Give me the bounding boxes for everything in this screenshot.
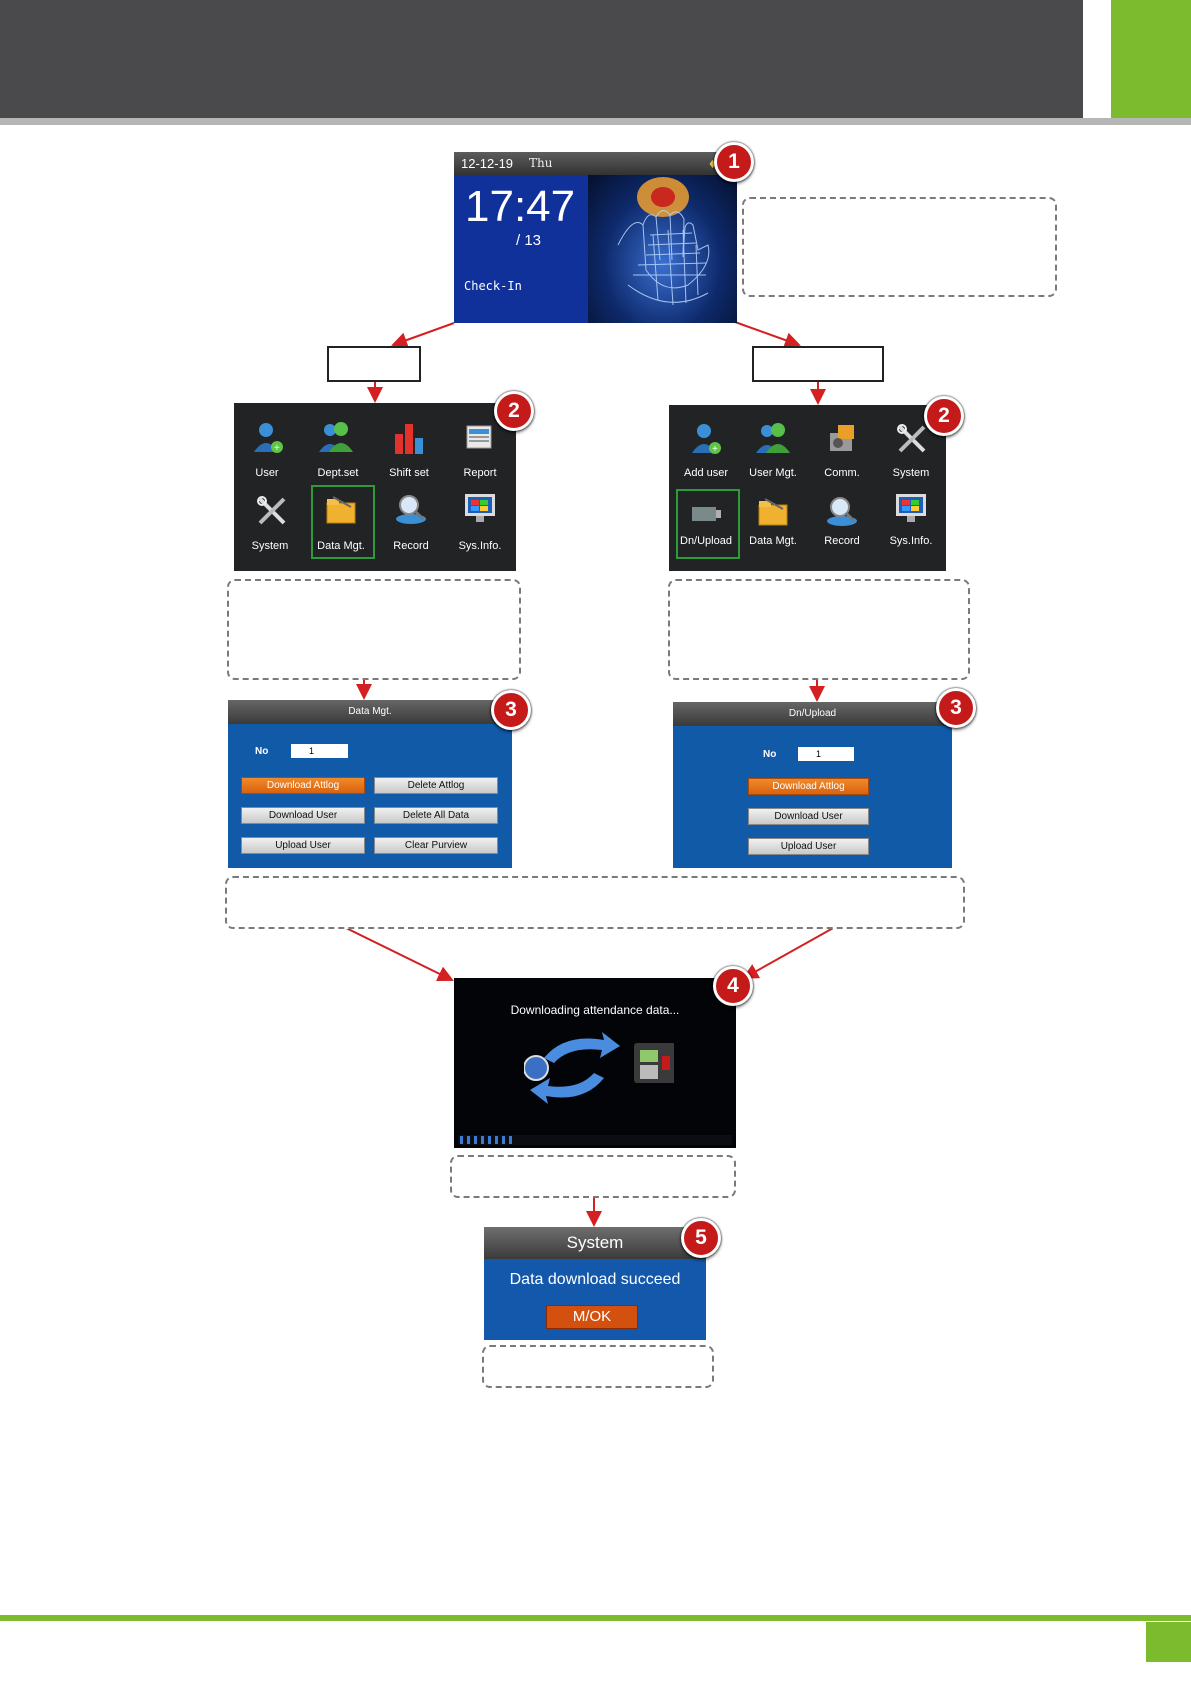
home-screen: 12-12-19 Thu ♦ 17:47 / 13 Check-In [454,152,737,323]
step-badge-1: 1 [714,142,754,182]
data-mgt-no-label: No [255,746,269,757]
menu-b-item-data-mgt[interactable]: Data Mgt. [749,535,797,547]
arrow-home-right [734,321,801,348]
home-clock-panel [454,175,588,323]
dialog-ok-button[interactable]: M/OK [546,1305,638,1329]
menu-b-item-add-user[interactable]: Add user [683,467,729,479]
step-badge-2b: 2 [924,396,964,436]
printer-icon[interactable] [459,418,499,458]
menu-b-item-user-mgt[interactable]: User Mgt. [749,467,797,479]
data-mgt-delete-all-data-button[interactable]: Delete All Data [374,807,498,824]
data-mgt-screen: Data Mgt. No 1 Download Attlog Delete At… [228,700,512,868]
arrow-note-progress-left [343,926,454,982]
data-mgt-upload-user-button[interactable]: Upload User [241,837,365,854]
data-mgt-delete-attlog-button[interactable]: Delete Attlog [374,777,498,794]
menu-a-selection [311,485,375,559]
step-badge-3b: 3 [936,688,976,728]
home-status: Check-In [464,279,522,293]
home-day: Thu [529,156,553,170]
menu-b-item-dn-upload[interactable]: Dn/Upload [680,535,732,547]
callout-home [742,197,1057,297]
data-mgt-clear-purview-button[interactable]: Clear Purview [374,837,498,854]
menu-a-item-report[interactable]: Report [463,467,497,479]
dn-upload-upload-user-button[interactable]: Upload User [748,838,869,855]
dn-upload-title: Dn/Upload [673,702,952,726]
menu-b-item-comm[interactable]: Comm. [824,467,860,479]
step-badge-4: 4 [713,966,753,1006]
bar-chart-icon[interactable] [389,418,429,458]
dialog-message: Data download succeed [509,1271,681,1288]
dialog-title: System [484,1227,706,1259]
data-mgt-no-input[interactable]: 1 [291,744,348,758]
menu-a-item-sys-info[interactable]: Sys.Info. [458,540,502,552]
step-badge-3a: 3 [491,690,531,730]
bell-icon: ♦ [709,155,717,171]
progress-message: Downloading attendance data... [510,1003,680,1017]
dn-upload-download-attlog-button[interactable]: Download Attlog [748,778,869,795]
branch-label-right [752,346,884,382]
data-mgt-download-user-button[interactable]: Download User [241,807,365,824]
callout-data-screens [225,876,965,929]
tools-icon[interactable] [252,491,292,531]
header-green-tab [1111,0,1191,118]
usb-drive-icon[interactable] [686,493,726,533]
menu-screen-b: + Add user User Mgt. Comm. System Dn/Upl… [669,405,946,571]
comm-icon[interactable] [822,419,862,459]
step-badge-5: 5 [681,1218,721,1258]
progress-screen: Downloading attendance data... [454,978,736,1148]
menu-a-item-record[interactable]: Record [393,540,429,552]
callout-menu-a [227,579,521,680]
menu-screen-a: + User Dept.set Shift set Report System … [234,403,516,571]
home-subline: / 13 [516,232,542,249]
callout-menu-b [668,579,970,680]
folder-icon[interactable] [321,489,361,529]
menu-b-item-record[interactable]: Record [824,535,860,547]
tools-icon[interactable] [892,419,932,459]
sync-arrows-icon [524,1032,674,1104]
menu-a-item-system[interactable]: System [251,540,289,552]
header-band [0,0,1083,118]
callout-progress [450,1155,736,1198]
add-user-icon[interactable]: + [686,419,726,459]
users-icon[interactable] [753,419,793,459]
magnifier-icon[interactable] [391,489,431,529]
header-rule [0,118,1191,125]
system-dialog: System Data download succeed M/OK [484,1227,706,1340]
data-mgt-download-attlog-button[interactable]: Download Attlog [241,777,365,794]
users-icon[interactable] [316,418,356,458]
step-badge-2a: 2 [494,391,534,431]
menu-a-item-user[interactable]: User [255,467,279,479]
home-time: 17:47 [465,182,576,231]
progress-bar [458,1135,732,1145]
dn-upload-no-label: No [763,749,777,760]
menu-b-selection [676,489,740,559]
callout-dialog [482,1345,714,1388]
monitor-icon[interactable] [891,489,931,529]
user-icon[interactable]: + [248,418,288,458]
svg-text:+: + [274,443,280,454]
fingerprint-hand-image [588,175,737,323]
dn-upload-download-user-button[interactable]: Download User [748,808,869,825]
magnifier-icon[interactable] [822,491,862,531]
menu-a-item-shift-set[interactable]: Shift set [389,467,429,479]
hand-wireframe-icon [617,177,710,306]
footer-rule [0,1615,1191,1621]
menu-b-item-sys-info[interactable]: Sys.Info. [889,535,933,547]
svg-text:+: + [712,444,718,455]
dn-upload-no-input[interactable]: 1 [798,747,854,761]
footer-green-tab [1146,1622,1191,1662]
arrow-home-left [391,322,455,348]
menu-a-item-dept-set[interactable]: Dept.set [317,467,359,479]
folder-icon[interactable] [753,491,793,531]
data-mgt-title: Data Mgt. [228,700,512,724]
menu-a-item-data-mgt[interactable]: Data Mgt. [317,540,365,552]
menu-b-item-system[interactable]: System [892,467,930,479]
branch-label-left [327,346,421,382]
arrow-note-progress-right [742,926,836,979]
dn-upload-screen: Dn/Upload No 1 Download Attlog Download … [673,702,952,868]
monitor-icon[interactable] [460,489,500,529]
home-status-bar: 12-12-19 Thu ♦ [454,152,737,175]
home-date: 12-12-19 [461,156,514,171]
